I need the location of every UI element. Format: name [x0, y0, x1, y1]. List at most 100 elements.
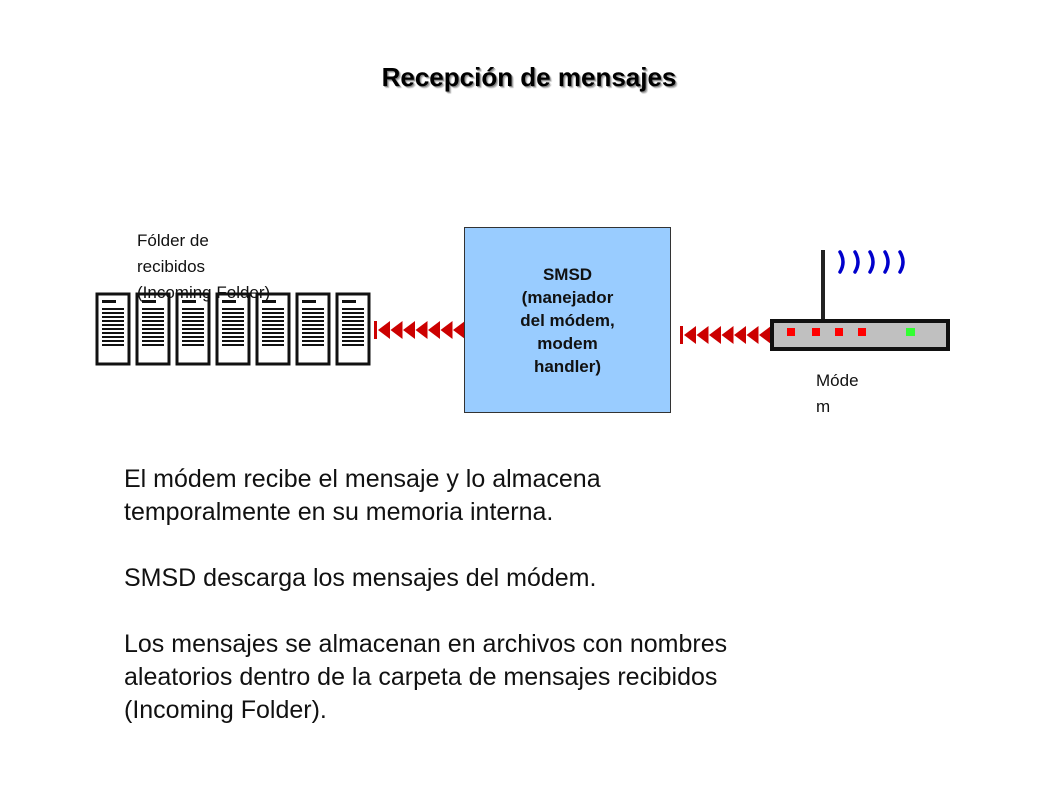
file-tab-line: [142, 300, 156, 303]
arrow-tail-bar: [680, 326, 683, 344]
smsd-box-line: handler): [533, 356, 602, 376]
file-text-line: [142, 328, 164, 330]
file-text-line: [222, 312, 244, 314]
file-text-line: [262, 340, 284, 342]
file-text-line: [102, 336, 124, 338]
modem-label-line: m: [816, 397, 831, 416]
chevron-arrow-icon: [746, 326, 759, 344]
chevron-arrow-icon: [709, 326, 721, 344]
wifi-wave: [853, 250, 860, 274]
file-text-line: [262, 328, 284, 330]
body-text: El módem recibe el mensaje y lo almacena…: [124, 463, 1004, 727]
page-title: Recepción de mensajes: [381, 62, 677, 92]
file-icon: [255, 292, 291, 366]
file-text-line: [342, 332, 364, 334]
smsd-box-line: modem: [537, 333, 598, 353]
modem-icon: [770, 250, 950, 351]
wifi-wave: [883, 250, 890, 274]
wifi-wave: [868, 250, 875, 274]
file-icon: [215, 292, 251, 366]
paragraph-smsd-downloads: SMSD descarga los mensajes del módem.: [124, 562, 1004, 595]
file-text-line: [182, 340, 204, 342]
chevron-arrow-icon: [453, 321, 465, 339]
modem-label-line: Móde: [816, 371, 859, 390]
file-text-line: [302, 324, 324, 326]
paragraph-line: SMSD descarga los mensajes del módem.: [124, 564, 597, 592]
file-tab-line: [342, 300, 356, 303]
file-text-line: [222, 320, 244, 322]
file-text-line: [222, 324, 244, 326]
file-text-line: [302, 332, 324, 334]
folder-label-line: (Incoming Folder): [137, 283, 271, 302]
file-tab-line: [222, 300, 236, 303]
file-text-line: [102, 332, 124, 334]
file-text-line: [302, 320, 324, 322]
file-text-line: [262, 320, 284, 322]
chevron-arrow-icon: [721, 326, 734, 344]
file-text-line: [262, 312, 284, 314]
wifi-waves-icon: [838, 250, 905, 274]
file-tab-line: [102, 300, 116, 303]
file-text-line: [142, 324, 164, 326]
chevron-arrow-icon: [378, 321, 390, 339]
file-text-line: [102, 312, 124, 314]
chevron-arrow-icon: [440, 321, 453, 339]
paragraph-modem-receives: El módem recibe el mensaje y lo almacena…: [124, 463, 1004, 529]
file-text-line: [302, 312, 324, 314]
file-text-line: [222, 344, 244, 346]
file-text-line: [342, 308, 364, 310]
file-text-line: [142, 308, 164, 310]
file-text-line: [102, 320, 124, 322]
chevron-arrow-icon: [696, 326, 709, 344]
chevron-arrow-icon: [415, 321, 428, 339]
file-text-line: [182, 324, 204, 326]
file-text-line: [182, 344, 204, 346]
file-text-line: [182, 316, 204, 318]
folder-label-line: Fólder de: [137, 231, 209, 250]
file-text-line: [182, 320, 204, 322]
file-text-line: [182, 332, 204, 334]
chevron-arrow-icon: [759, 326, 771, 344]
chevron-arrow-icon: [428, 321, 440, 339]
file-text-line: [302, 340, 324, 342]
file-text-line: [102, 308, 124, 310]
modem-led-red: [787, 328, 795, 336]
modem-led-red: [835, 328, 843, 336]
paragraph-line: aleatorios dentro de la carpeta de mensa…: [124, 663, 718, 691]
arrow-modem-to-smsd: [680, 326, 771, 344]
file-text-line: [182, 328, 204, 330]
file-text-line: [302, 344, 324, 346]
chevron-arrow-icon: [734, 326, 746, 344]
incoming-folder-label: Fólder de recibidos (Incoming Folder): [137, 228, 337, 306]
file-tab-line: [262, 300, 276, 303]
file-text-line: [142, 336, 164, 338]
file-text-line: [262, 324, 284, 326]
file-text-line: [342, 320, 364, 322]
file-icon: [95, 292, 131, 366]
file-text-line: [142, 340, 164, 342]
file-text-line: [222, 332, 244, 334]
file-text-line: [342, 344, 364, 346]
file-text-line: [102, 316, 124, 318]
chevron-arrow-icon: [684, 326, 696, 344]
file-icon: [335, 292, 371, 366]
arrow-tail-bar: [374, 321, 377, 339]
file-text-line: [102, 344, 124, 346]
paragraph-line: El módem recibe el mensaje y lo almacena: [124, 465, 601, 493]
file-text-line: [262, 316, 284, 318]
file-text-line: [262, 308, 284, 310]
paragraph-line: temporalmente en su memoria interna.: [124, 498, 554, 526]
file-text-line: [222, 328, 244, 330]
modem-led-red: [858, 328, 866, 336]
file-stack-icon: [95, 292, 371, 366]
file-text-line: [302, 316, 324, 318]
file-text-line: [102, 328, 124, 330]
smsd-box-line: SMSD: [542, 264, 593, 284]
file-text-line: [262, 336, 284, 338]
wifi-wave: [838, 250, 845, 274]
file-text-line: [342, 336, 364, 338]
file-text-line: [182, 336, 204, 338]
file-text-line: [262, 332, 284, 334]
paragraph-line: (Incoming Folder).: [124, 696, 327, 724]
